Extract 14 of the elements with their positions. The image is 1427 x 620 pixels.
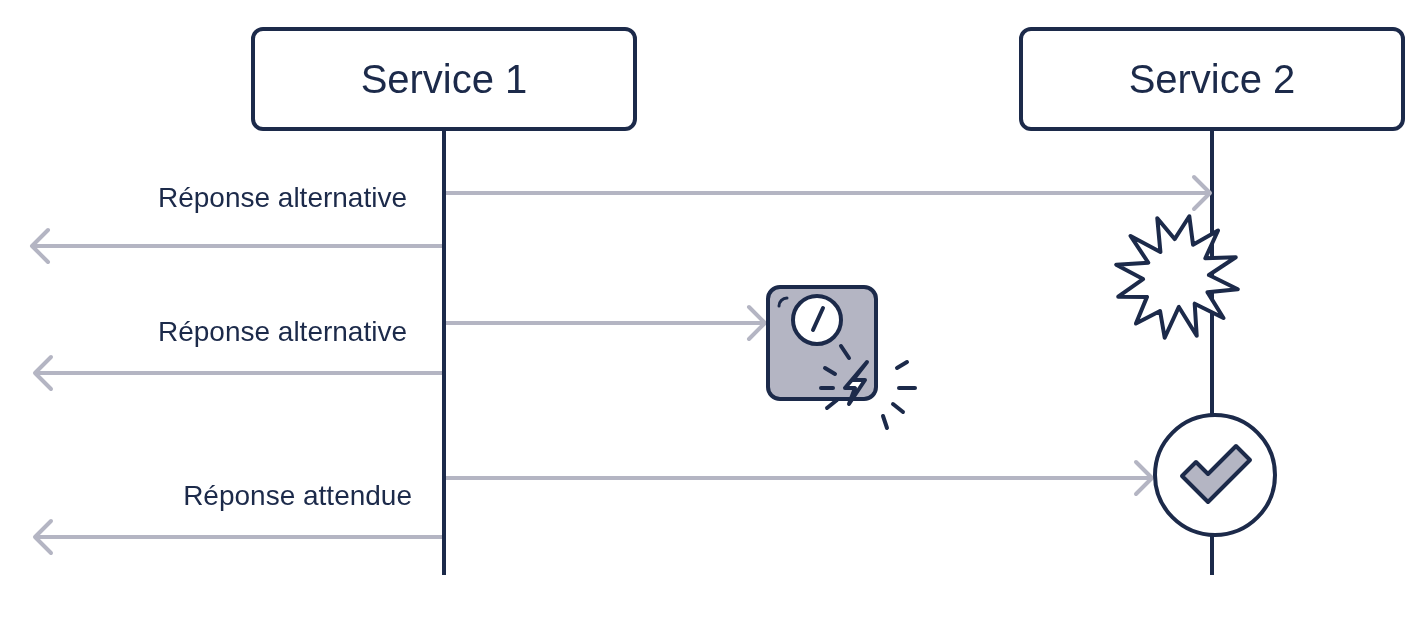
edge-label: Réponse attendue — [183, 479, 412, 513]
arrow — [30, 228, 442, 264]
arrow — [446, 175, 1212, 211]
service-box: Service 2 — [1019, 27, 1405, 131]
arrow — [33, 519, 442, 555]
service-box: Service 1 — [251, 27, 637, 131]
edge-label: Réponse alternative — [157, 181, 407, 215]
arrow — [33, 355, 442, 391]
edge-label: Réponse alternative — [157, 315, 407, 349]
explosion-drawing — [1112, 212, 1242, 342]
lifeline — [442, 131, 446, 575]
check-circle — [1152, 412, 1278, 538]
arrow — [446, 460, 1154, 496]
arrow — [446, 305, 767, 341]
